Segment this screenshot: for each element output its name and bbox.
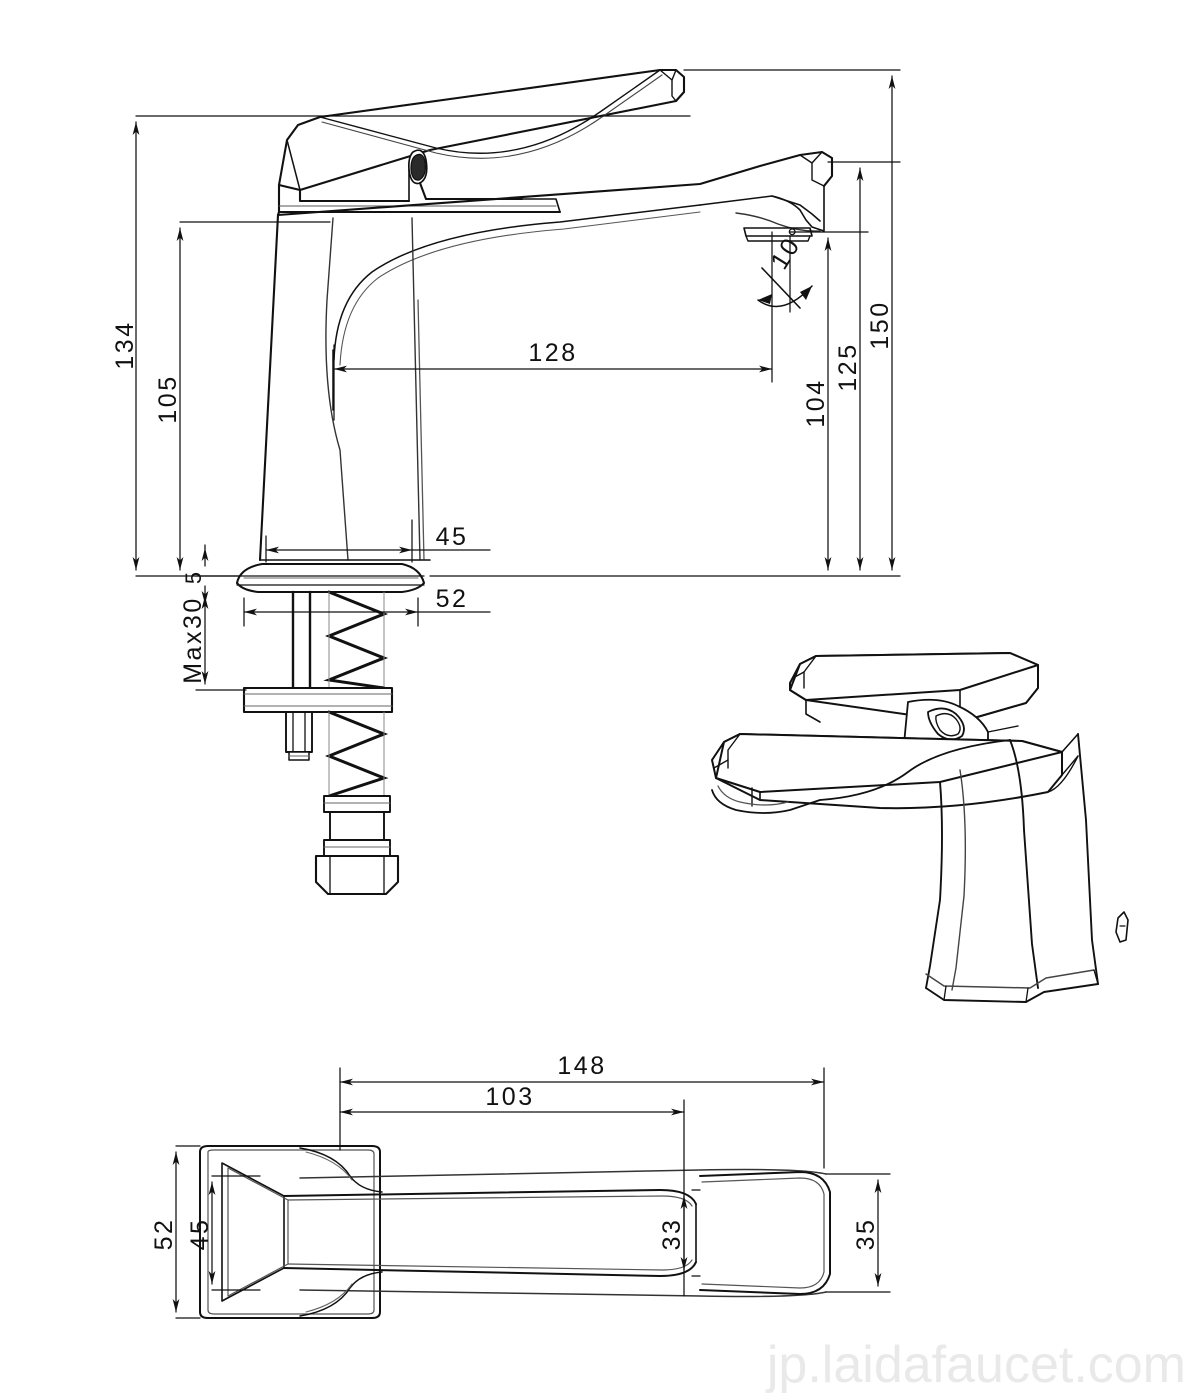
top-plan-dimension-lines [172, 1067, 891, 1319]
isometric-product-view [711, 652, 1129, 1003]
dim-label-103: 103 [485, 1083, 534, 1111]
dim-label-52: 52 [436, 585, 469, 613]
dim-label-t45: 45 [186, 1218, 214, 1251]
faucet-body-and-spout [258, 150, 834, 562]
top-plan-view: 148 103 52 45 33 35 [150, 1052, 891, 1319]
base-escutcheon [235, 562, 426, 594]
dim-label-t52: 52 [150, 1218, 178, 1251]
mounting-hardware [242, 590, 400, 896]
watermark-text: jp.laidafaucet.com [765, 1336, 1186, 1394]
dim-label-128: 128 [528, 339, 577, 367]
dim-label-125: 125 [834, 342, 862, 391]
front-elevation-view: 134 105 5 Max30 128 45 52 104 125 150 10… [111, 68, 901, 896]
dim-label-104: 104 [802, 378, 830, 427]
dim-label-45: 45 [436, 523, 469, 551]
top-plan-dimension-labels: 148 103 52 45 33 35 [150, 1052, 880, 1250]
lever-handle [277, 68, 686, 214]
dim-label-105: 105 [154, 374, 182, 423]
dim-label-t35: 35 [852, 1218, 880, 1251]
dim-label-max30: Max30 [179, 596, 207, 684]
dim-label-148: 148 [557, 1052, 606, 1080]
dim-label-134: 134 [111, 320, 139, 369]
small-detail-mark [1115, 911, 1129, 943]
dim-label-5: 5 [181, 570, 206, 584]
dim-label-t33: 33 [658, 1218, 686, 1251]
front-elevation-dimension-lines [132, 69, 901, 691]
dim-label-150: 150 [866, 300, 894, 349]
